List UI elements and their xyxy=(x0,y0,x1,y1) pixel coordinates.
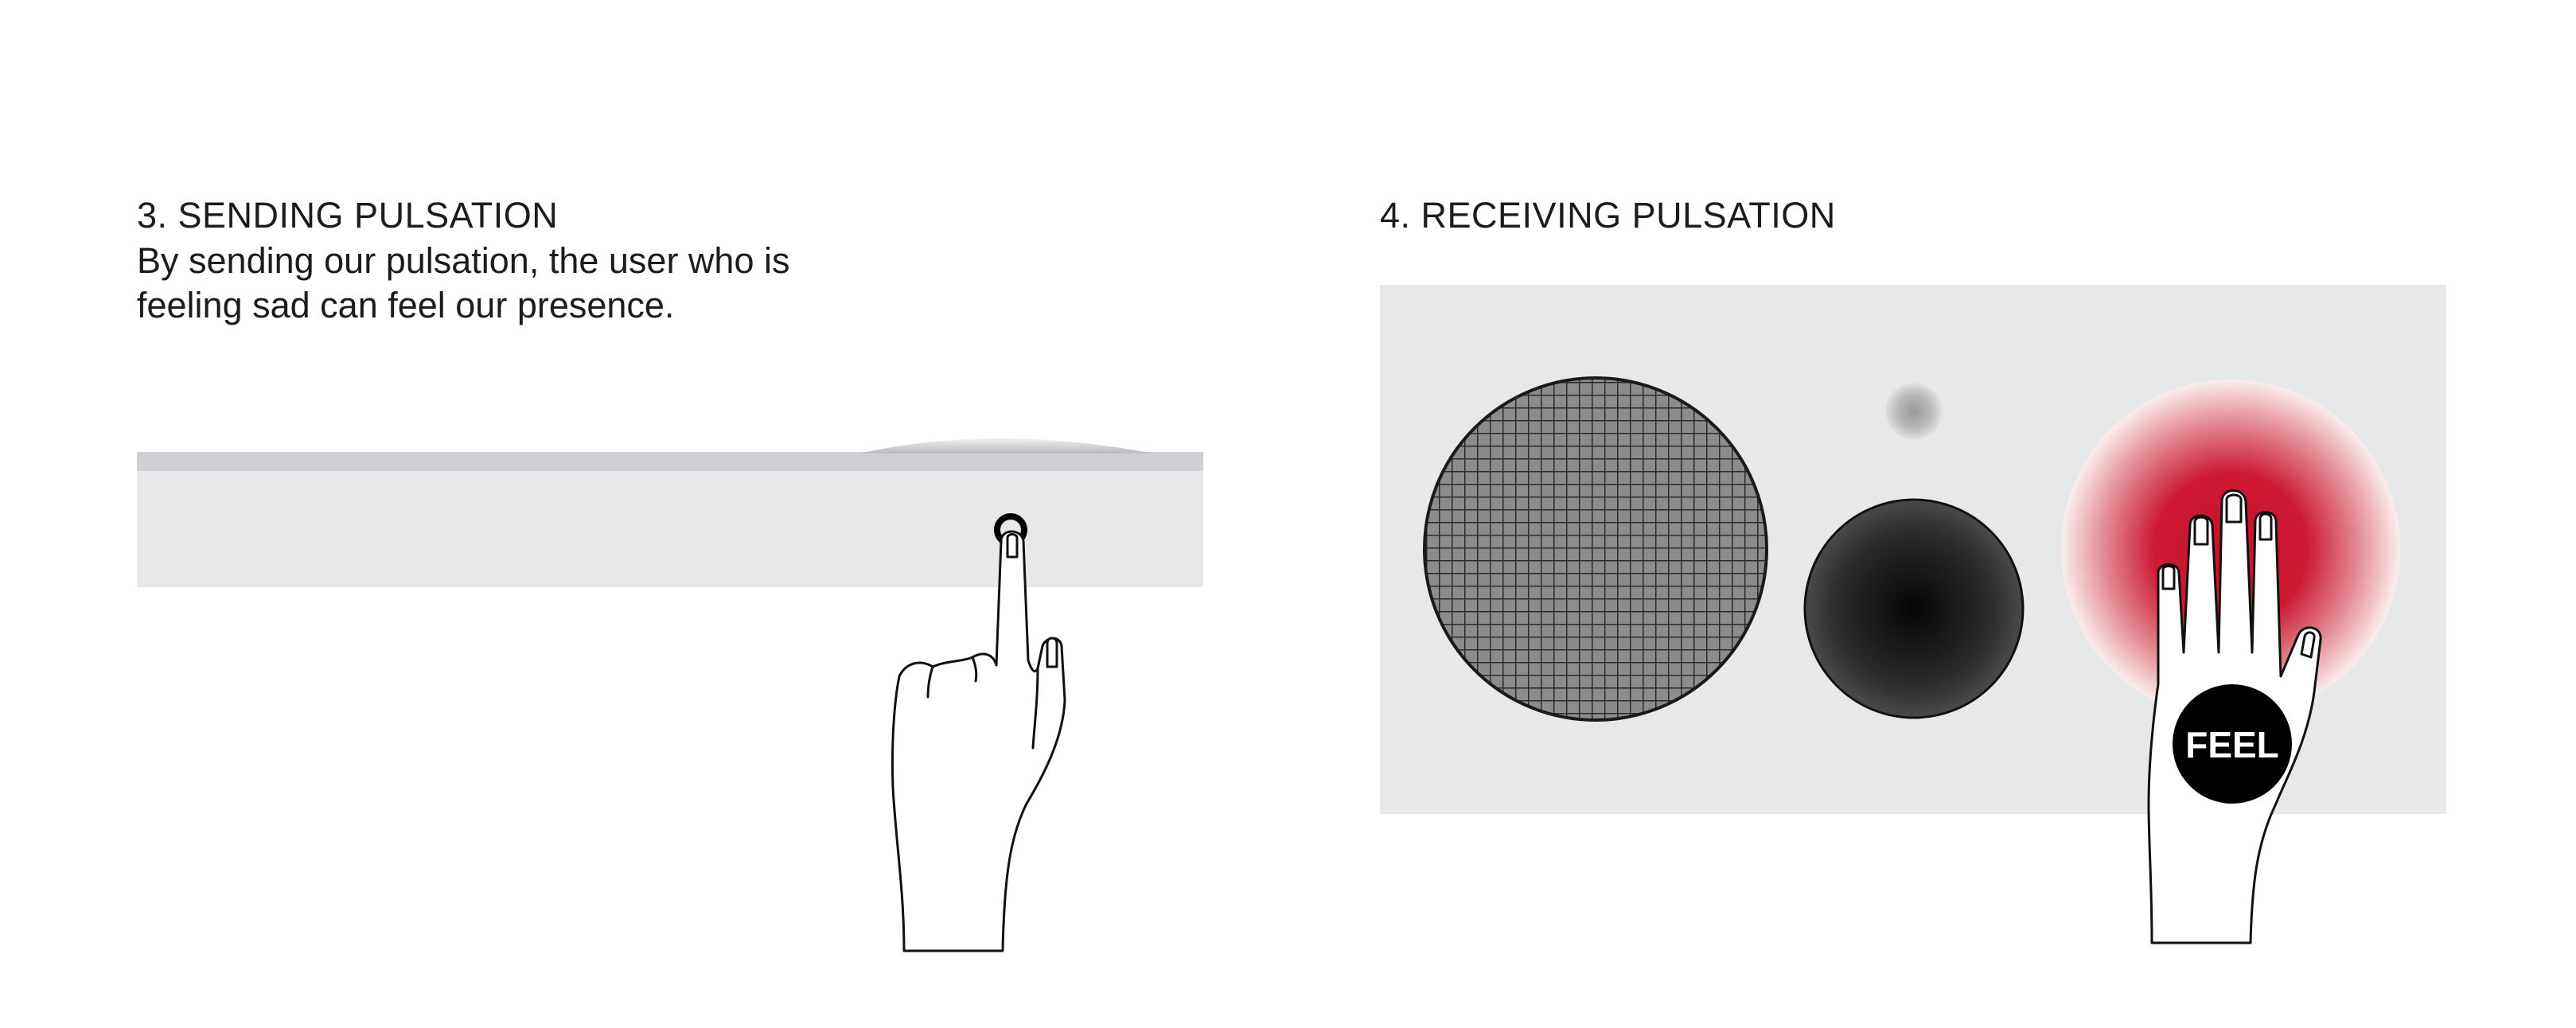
description-line-2: feeling sad can feel our presence. xyxy=(137,285,675,325)
dark-knob xyxy=(1803,498,2025,719)
description-line-1: By sending our pulsation, the user who i… xyxy=(137,240,790,281)
pulsation-bump xyxy=(859,438,1154,454)
speaker-grille xyxy=(1423,376,1768,722)
device-body xyxy=(137,469,1203,587)
feel-button[interactable]: FEEL xyxy=(2173,684,2292,804)
pointing-hand-icon xyxy=(890,530,1066,952)
feel-button-label[interactable]: FEEL xyxy=(2185,724,2279,765)
sending-pulsation-description: By sending our pulsation, the user who i… xyxy=(137,239,853,328)
device-side-view xyxy=(137,438,1203,587)
device-top-strip xyxy=(137,452,1203,471)
feel-button-circle[interactable] xyxy=(2173,684,2292,804)
receiving-pulsation-title: 4. RECEIVING PULSATION xyxy=(1380,195,1836,236)
status-led-icon xyxy=(1885,383,1943,440)
sending-pulsation-title: 3. SENDING PULSATION xyxy=(137,195,559,236)
